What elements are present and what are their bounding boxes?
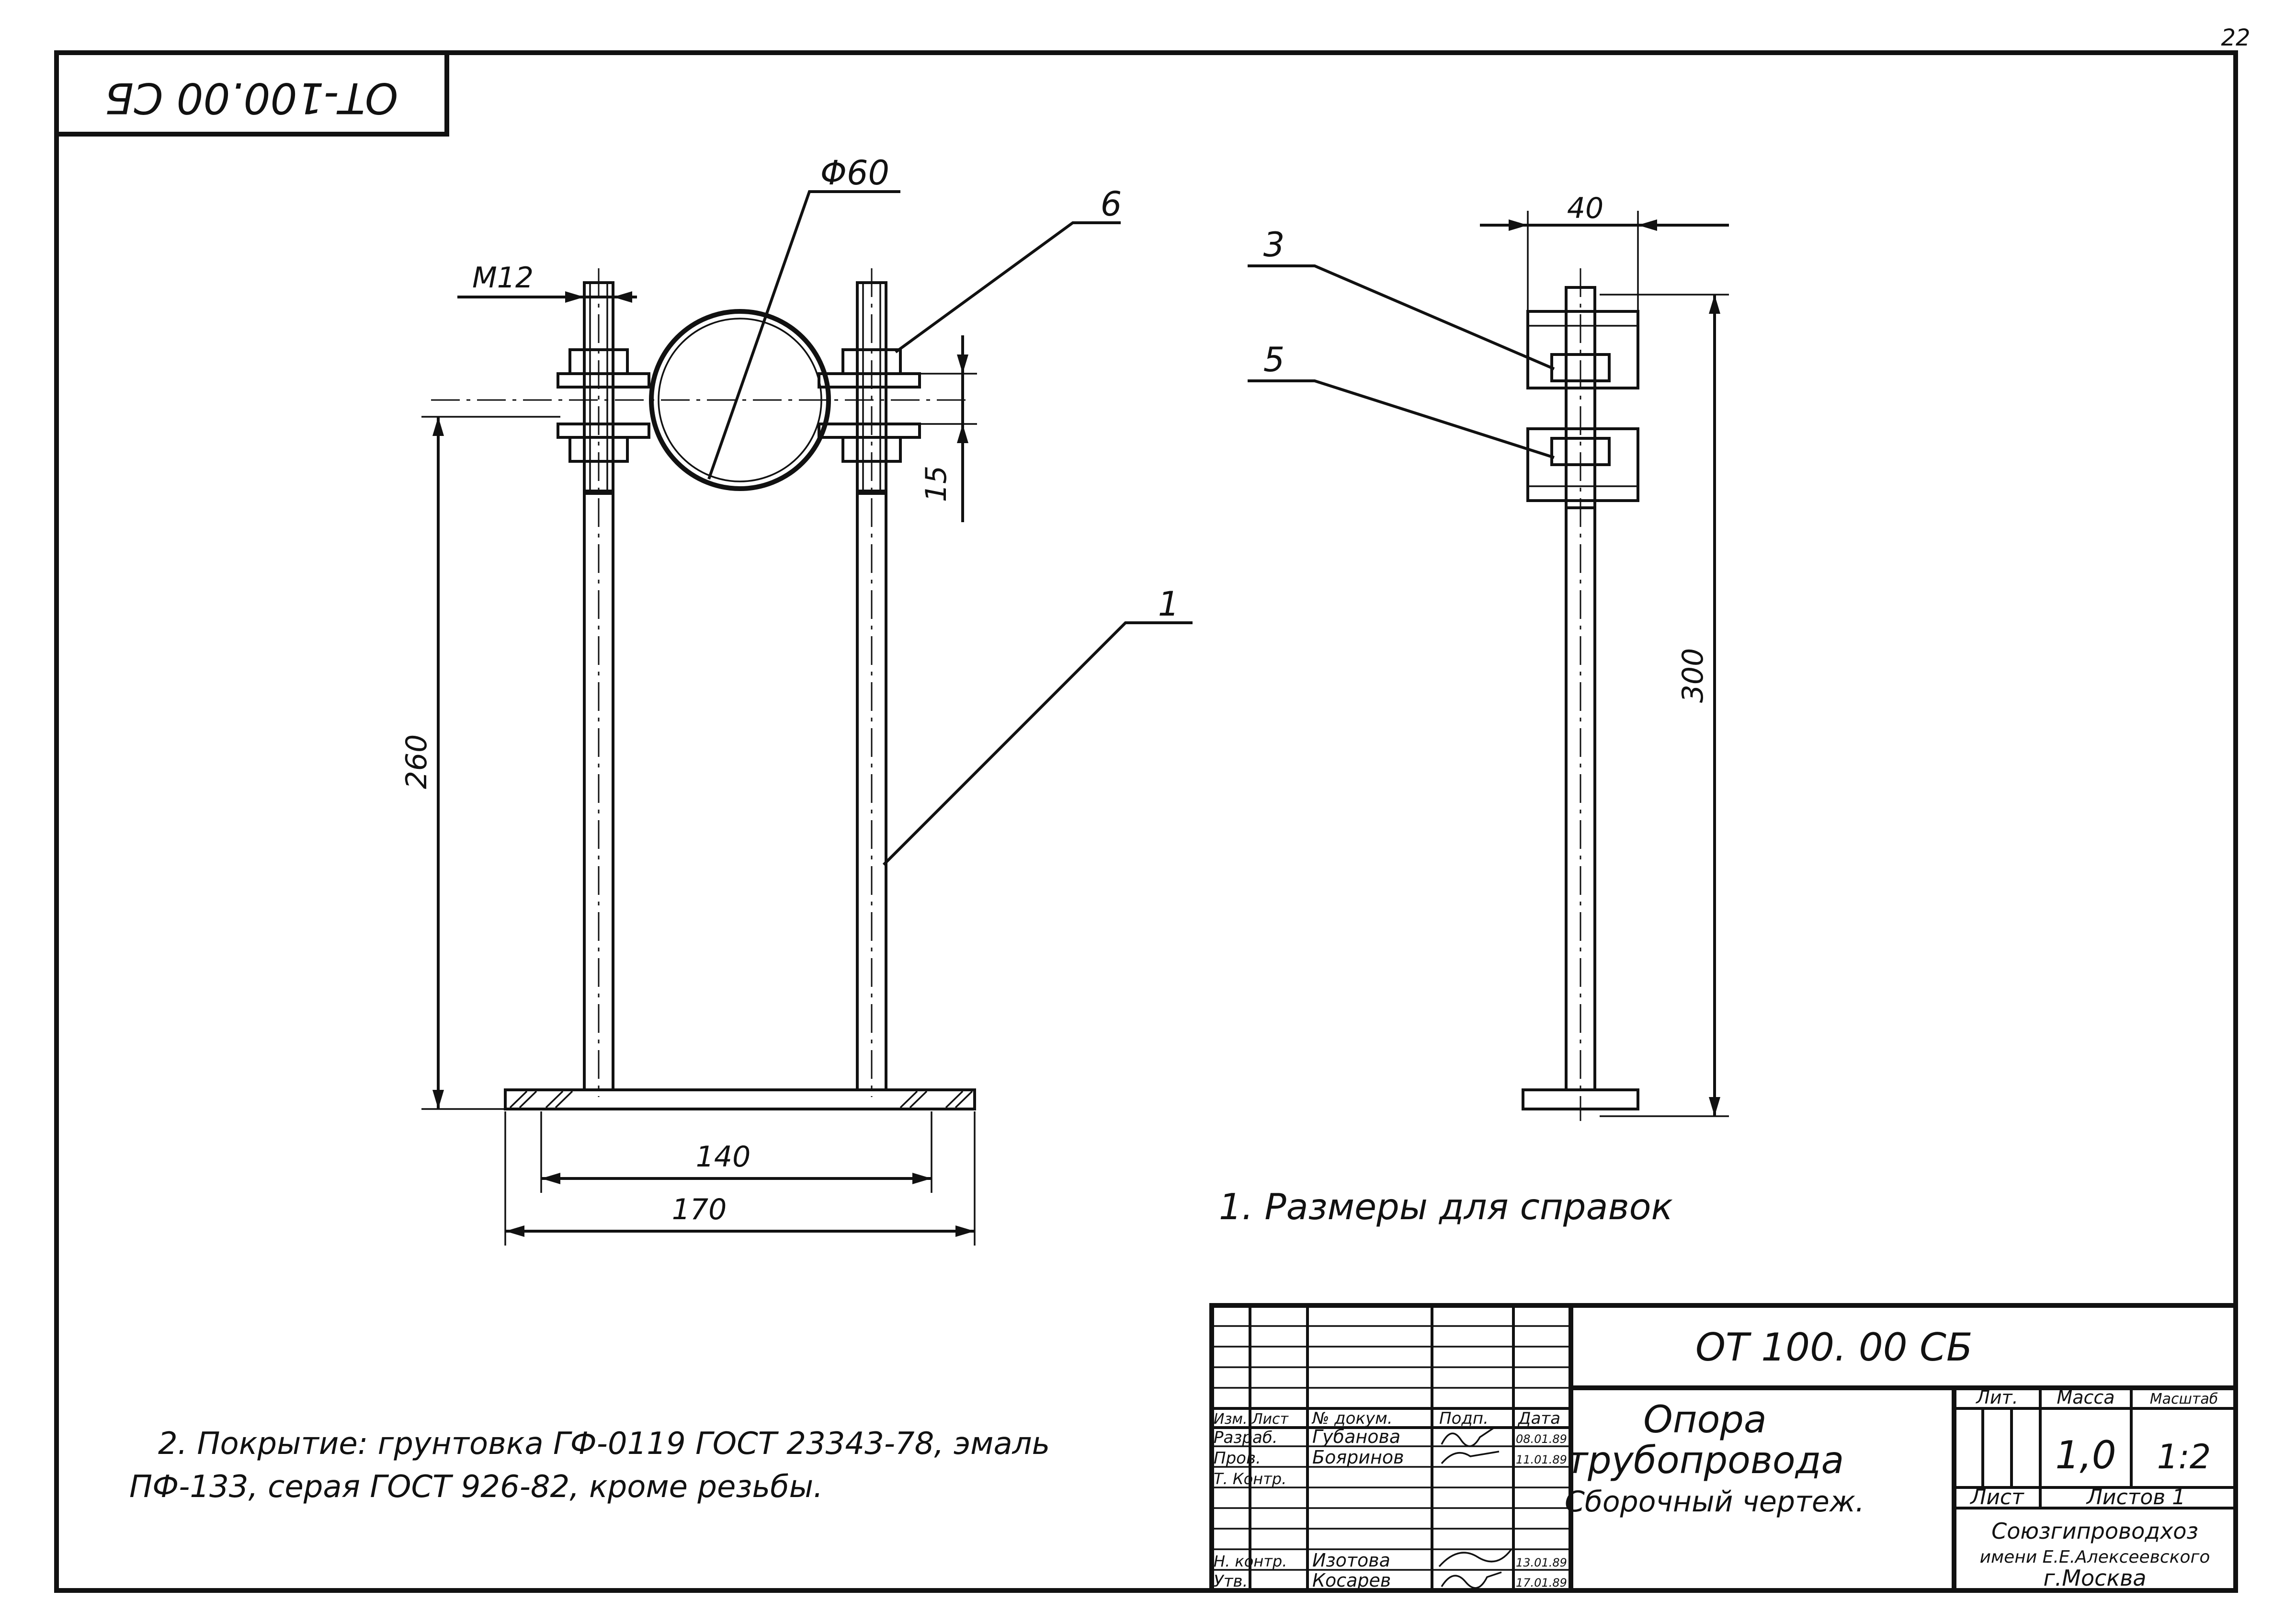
tb-role-1: Пров. xyxy=(1214,1449,1261,1468)
sheet-frame xyxy=(54,50,2238,1593)
tb-date-0: 08.01.89 xyxy=(1516,1432,1567,1446)
callout-3: 3 xyxy=(1263,225,1285,264)
tb-hdr-doc: № докум. xyxy=(1311,1409,1393,1428)
tb-name-line2: трубопровода xyxy=(1566,1439,1844,1482)
tb-signature-1 xyxy=(1441,1451,1500,1464)
rotated-code-box: ОТ-100.00 СБ xyxy=(54,50,449,137)
tb-sheet-label: Лист xyxy=(1969,1485,2024,1510)
side-view xyxy=(1522,268,1639,1121)
tb-date-1: 11.01.89 xyxy=(1516,1453,1567,1466)
tb-org-3: г.Москва xyxy=(2044,1565,2147,1591)
rotated-code: ОТ-100.00 СБ xyxy=(105,73,398,123)
tb-name-line1: Опора xyxy=(1643,1398,1766,1441)
dim-d60: Φ60 xyxy=(820,153,889,193)
side-callouts: 3 5 xyxy=(1248,225,1555,459)
tb-name-4: Косарев xyxy=(1312,1570,1391,1591)
tb-date-4: 17.01.89 xyxy=(1516,1576,1567,1590)
tb-name-3: Изотова xyxy=(1312,1550,1390,1571)
note-2-line1: 2. Покрытие: грунтовка ГФ-0119 ГОСТ 2334… xyxy=(158,1426,1050,1462)
tb-scale-value: 1:2 xyxy=(2157,1437,2211,1476)
tb-scale-label: Масштаб xyxy=(2150,1391,2218,1407)
tb-hdr-list: Лист xyxy=(1251,1411,1289,1428)
tb-doc-type: Сборочный чертеж. xyxy=(1565,1485,1864,1519)
tb-signature-3 xyxy=(1438,1549,1512,1567)
dim-15: 15 xyxy=(920,466,953,502)
title-block: Изм. Лист № докум. Подп. Дата Разраб. Гу… xyxy=(1209,1303,2238,1593)
side-dimensions: 40 300 xyxy=(1480,192,1729,1117)
dim-170: 170 xyxy=(672,1193,727,1226)
dim-300: 300 xyxy=(1676,648,1710,703)
dim-m12: М12 xyxy=(472,261,534,295)
tb-role-3: Н. контр. xyxy=(1214,1552,1287,1570)
tb-signature-0 xyxy=(1441,1427,1495,1447)
front-callouts: 6 1 xyxy=(882,184,1193,866)
callout-1: 1 xyxy=(1158,584,1180,624)
tb-mass-label: Масса xyxy=(2057,1387,2114,1408)
dim-260: 260 xyxy=(400,734,433,789)
tb-doc-code: ОТ 100. 00 СБ xyxy=(1695,1325,1973,1370)
note-2-line2: ПФ-133, серая ГОСТ 926-82, кроме резьбы. xyxy=(129,1469,823,1505)
tb-hdr-date: Дата xyxy=(1517,1409,1560,1428)
dim-40: 40 xyxy=(1567,192,1603,225)
tb-name-1: Бояринов xyxy=(1312,1447,1404,1468)
front-dimensions: Φ60 М12 260 15 140 170 xyxy=(400,153,977,1246)
tb-role-2: Т. Контр. xyxy=(1214,1470,1286,1488)
tb-lit-label: Лит. xyxy=(1975,1387,2018,1408)
tb-hdr-sign: Подп. xyxy=(1439,1409,1489,1428)
sheet-number: 22 xyxy=(2221,24,2250,51)
tb-name-0: Губанова xyxy=(1312,1426,1400,1447)
tb-org-1: Союзгипроводхоз xyxy=(1991,1518,2198,1544)
tb-signature-4 xyxy=(1441,1571,1502,1589)
note-1: 1. Размеры для справок xyxy=(1219,1186,1673,1228)
callout-5: 5 xyxy=(1263,340,1285,379)
tb-org-2: имени Е.Е.Алексеевского xyxy=(1980,1547,2210,1567)
tb-date-3: 13.01.89 xyxy=(1516,1556,1567,1569)
dim-140: 140 xyxy=(696,1140,751,1174)
front-view xyxy=(431,268,976,1110)
tb-role-4: Утв. xyxy=(1214,1572,1248,1591)
tb-hdr-izm: Изм. xyxy=(1214,1411,1248,1428)
callout-6: 6 xyxy=(1101,184,1122,224)
tb-mass-value: 1,0 xyxy=(2055,1433,2116,1477)
tb-sheets-label: Листов 1 xyxy=(2086,1485,2185,1510)
tb-role-0: Разраб. xyxy=(1214,1428,1278,1447)
